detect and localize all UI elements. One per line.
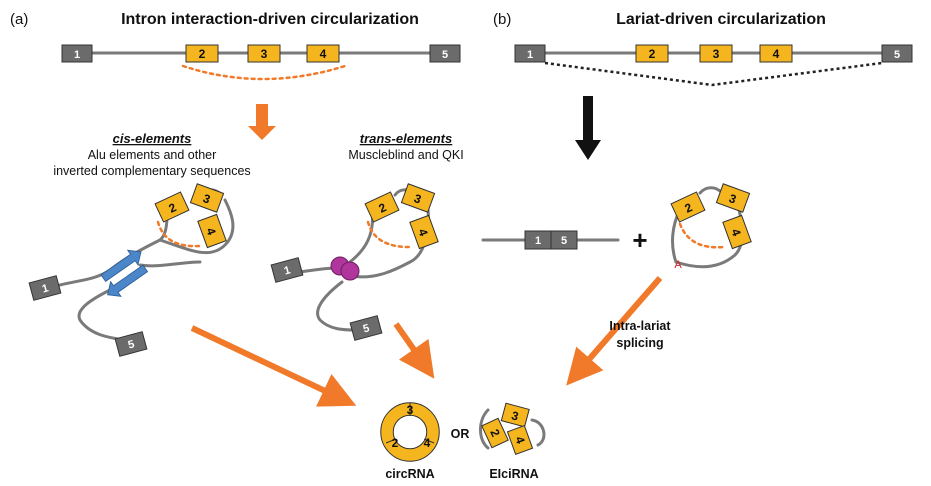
exon-3: [189, 183, 225, 213]
cis-text-1: Alu elements and other: [88, 148, 217, 162]
exon-2: [364, 191, 400, 223]
svg-text:3: 3: [407, 403, 414, 417]
svg-text:4: 4: [512, 434, 528, 445]
exon-4: [759, 44, 793, 63]
intra-lariat-label-2: splicing: [616, 336, 663, 350]
svg-text:5: 5: [362, 322, 371, 335]
exon-1: [270, 257, 304, 283]
exon-1: [28, 275, 62, 301]
arrow-lariat-to-product: [566, 276, 663, 386]
svg-text:2: 2: [649, 47, 656, 61]
svg-text:1: 1: [535, 235, 541, 247]
svg-text:3: 3: [261, 47, 268, 61]
arrow-cis-to-product: [190, 325, 357, 407]
exon-3: [699, 44, 733, 63]
svg-text:4: 4: [728, 227, 744, 238]
exon-2: [185, 44, 219, 63]
svg-text:1: 1: [527, 49, 533, 61]
exon-5: [881, 44, 913, 63]
exon-1: [61, 44, 93, 63]
exon-4: [306, 44, 340, 63]
svg-text:4: 4: [424, 436, 431, 450]
panel-a-title: Intron interaction-driven circularizatio…: [121, 11, 419, 28]
exon-2: [154, 191, 190, 223]
svg-text:2: 2: [392, 436, 399, 450]
branch-point-a: A: [674, 259, 682, 271]
panel-a-label: (a): [10, 11, 28, 28]
eicirna-label: EIciRNA: [489, 467, 538, 481]
exon-4: [506, 425, 534, 455]
exon-2: [670, 191, 706, 223]
svg-text:1: 1: [74, 49, 80, 61]
arrow-trans-to-product: [393, 322, 435, 379]
svg-text:4: 4: [415, 227, 431, 238]
svg-text:3: 3: [412, 191, 423, 207]
eicirna: 3 2 4: [479, 402, 546, 455]
svg-text:5: 5: [894, 49, 900, 61]
or-label: OR: [451, 427, 470, 441]
exon-1: [514, 44, 546, 63]
svg-text:2: 2: [199, 47, 206, 61]
cis-text-2: inverted complementary sequences: [53, 164, 250, 178]
exon-3: [400, 183, 436, 213]
exon-skipping-dotted: [544, 61, 883, 87]
panel-b-title: Lariat-driven circularization: [616, 11, 826, 28]
exon-4: [197, 213, 227, 249]
cis-heading: cis-elements: [113, 131, 192, 146]
exon-3: [715, 183, 751, 213]
exon-2: [481, 417, 509, 449]
svg-text:3: 3: [713, 47, 720, 61]
svg-text:4: 4: [773, 47, 780, 61]
pre-mrna-b: 1 2 3 4 5: [514, 44, 913, 87]
svg-text:4: 4: [320, 47, 327, 61]
plus-sign: +: [632, 225, 647, 255]
svg-text:3: 3: [727, 191, 738, 207]
svg-text:3: 3: [201, 191, 212, 207]
exon-3: [247, 44, 281, 63]
exon-5: [550, 230, 578, 250]
svg-text:3: 3: [510, 408, 520, 423]
svg-text:4: 4: [203, 226, 219, 237]
spliced-exons-1-5: 1 5: [481, 230, 620, 250]
down-arrow-a: [248, 104, 276, 140]
svg-text:1: 1: [283, 264, 292, 277]
trans-structure: 2 3 4 1 5: [270, 183, 439, 341]
exon-2: [635, 44, 669, 63]
intra-lariat-label-1: Intra-lariat: [609, 319, 671, 333]
pre-mrna-a: 1 2 3 4 5: [61, 44, 461, 81]
down-arrow-b: [575, 96, 601, 160]
svg-text:5: 5: [127, 338, 136, 351]
trans-text: Muscleblind and QKI: [348, 148, 463, 162]
exon-5: [114, 331, 148, 357]
lariat: 2 3 4 A: [670, 183, 752, 271]
cis-element-arrows: [100, 249, 149, 297]
svg-text:1: 1: [41, 282, 50, 295]
exon-4: [409, 214, 439, 250]
panel-b-label: (b): [493, 11, 511, 28]
cis-structure: 2 3 4 1 5: [28, 183, 235, 357]
exon-4: [722, 214, 752, 250]
circrna-label: circRNA: [385, 467, 434, 481]
svg-text:5: 5: [442, 49, 448, 61]
exon-5: [349, 315, 383, 341]
exon-3: [500, 402, 530, 428]
svg-text:5: 5: [561, 235, 567, 247]
intron-interaction-dotted: [181, 64, 347, 81]
protein-blob: [340, 261, 360, 281]
circrna: 3 2 4: [380, 402, 440, 462]
exon-5: [429, 44, 461, 63]
trans-heading: trans-elements: [360, 131, 452, 146]
